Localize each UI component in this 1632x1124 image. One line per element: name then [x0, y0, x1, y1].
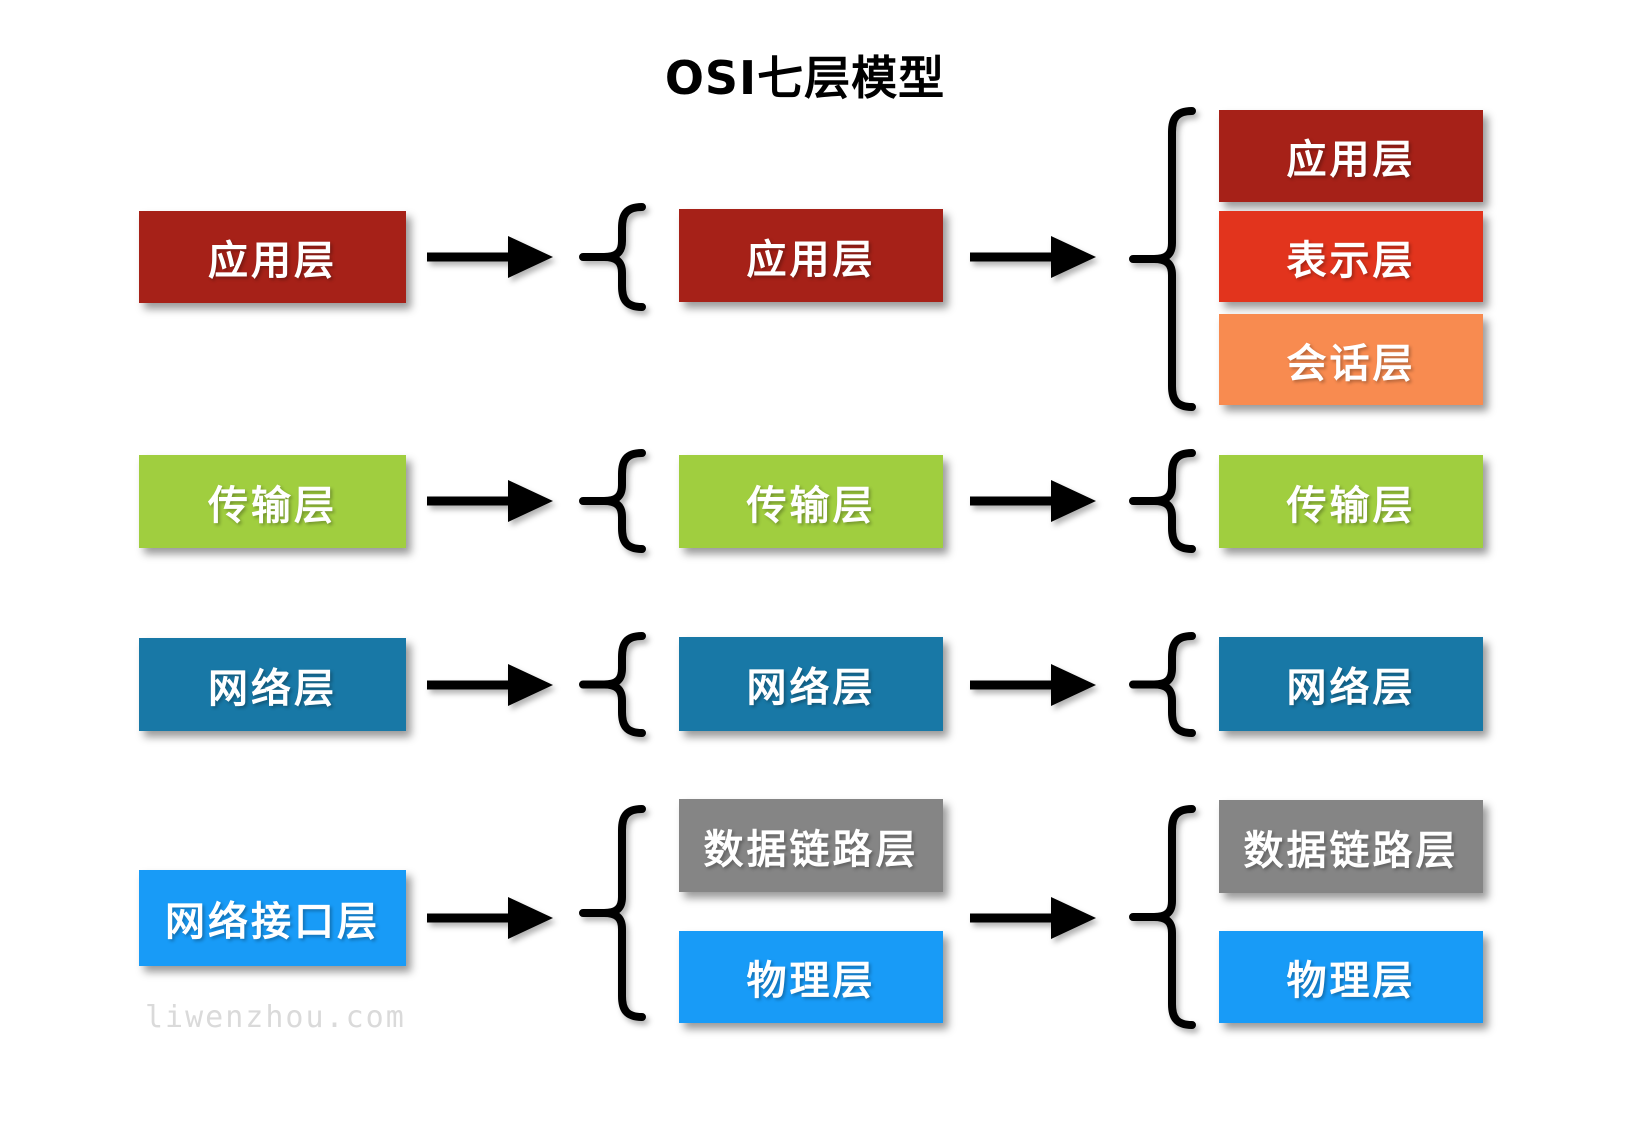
arrow-right-icon — [425, 894, 555, 942]
arrow-right-icon — [968, 661, 1098, 709]
right-presentation-layer-box: 表示层 — [1219, 211, 1483, 302]
left-transport-layer-box: 传输层 — [139, 455, 406, 548]
brace-icon — [579, 632, 646, 737]
middle-application-layer-box: 应用层 — [679, 209, 943, 302]
arrow-right-icon — [425, 233, 555, 281]
brace-icon — [1129, 107, 1196, 411]
brace-icon — [1129, 449, 1196, 553]
middle-physical-layer-box: 物理层 — [679, 931, 943, 1023]
arrow-right-icon — [968, 477, 1098, 525]
brace-icon — [1129, 632, 1196, 737]
left-network-interface-layer-box: 网络接口层 — [139, 870, 406, 966]
brace-icon — [579, 805, 646, 1021]
arrow-right-icon — [968, 894, 1098, 942]
right-application-layer-box: 应用层 — [1219, 110, 1483, 202]
middle-datalink-layer-box: 数据链路层 — [679, 799, 943, 892]
right-session-layer-box: 会话层 — [1219, 314, 1483, 405]
middle-network-layer-box: 网络层 — [679, 637, 943, 731]
watermark: liwenzhou.com — [145, 1000, 406, 1035]
brace-icon — [1129, 805, 1196, 1029]
right-network-layer-box: 网络层 — [1219, 637, 1483, 731]
page-title: OSI七层模型 — [664, 51, 946, 105]
arrow-right-icon — [425, 477, 555, 525]
left-application-layer-box: 应用层 — [139, 211, 406, 303]
right-physical-layer-box: 物理层 — [1219, 931, 1483, 1023]
right-transport-layer-box: 传输层 — [1219, 455, 1483, 548]
left-network-layer-box: 网络层 — [139, 638, 406, 731]
brace-icon — [579, 203, 646, 311]
arrow-right-icon — [425, 661, 555, 709]
brace-icon — [579, 449, 646, 553]
arrow-right-icon — [968, 233, 1098, 281]
middle-transport-layer-box: 传输层 — [679, 455, 943, 548]
right-datalink-layer-box: 数据链路层 — [1219, 800, 1483, 893]
